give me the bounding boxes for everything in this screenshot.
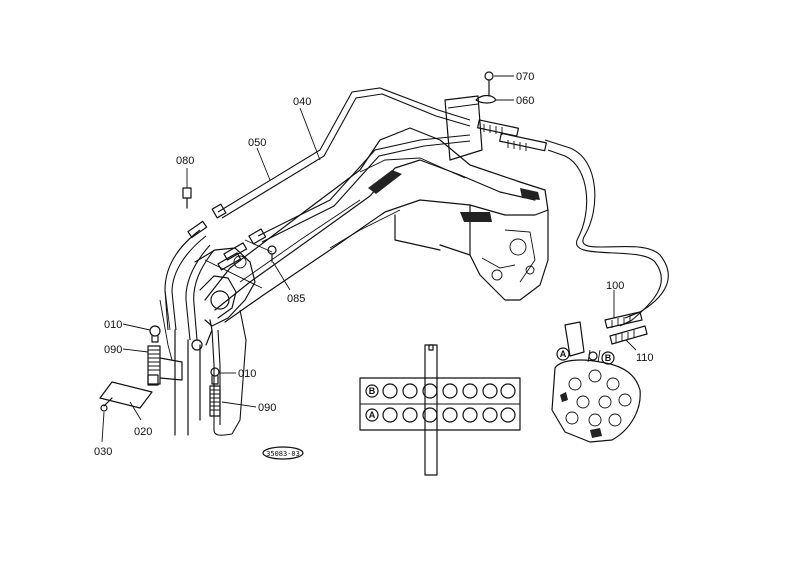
part-label-070: 070 [516,71,534,83]
part-label-090-right: 090 [258,402,276,414]
part-label-050: 050 [248,137,266,149]
part-label-020: 020 [134,426,152,438]
part-label-085: 085 [287,293,305,305]
part-label-010-left: 010 [104,319,122,331]
part-label-100: 100 [606,280,624,292]
hose-fittings [187,71,547,271]
valve-section-schematic: B A [359,344,521,476]
part-label-060: 060 [516,95,534,107]
dipper-arm [159,289,213,436]
part-label-090-left: 090 [104,344,122,356]
valve-port-row-b [382,383,516,399]
port-b-label-valve: B [605,353,612,363]
reference-code-stamp: 35083-03 [262,446,304,460]
part-label-080: 080 [176,155,194,167]
part-label-030: 030 [94,446,112,458]
boom-arm [194,127,549,327]
port-a-label-schematic: A [369,410,376,420]
part-label-110: 110 [636,352,654,364]
leader-lines [101,75,637,443]
port-a-marker-valve [556,347,570,361]
reference-code: 35083-03 [266,450,300,458]
left-fittings [99,187,277,417]
valve-port-row-a [382,407,516,423]
part-label-040: 040 [293,96,311,108]
port-b-label-schematic: B [369,386,376,396]
part-labels: 070 060 040 050 080 085 010 090 020 030 … [94,71,654,458]
part-label-010-right: 010 [238,368,256,380]
hose-lines [164,87,669,436]
port-b-marker-valve [601,351,615,365]
port-a-label-valve: A [560,349,567,359]
port-b-marker-schematic [365,384,379,398]
port-a-marker-schematic [365,408,379,422]
valve-port-markers: A B [556,347,615,365]
control-valve [551,311,648,443]
